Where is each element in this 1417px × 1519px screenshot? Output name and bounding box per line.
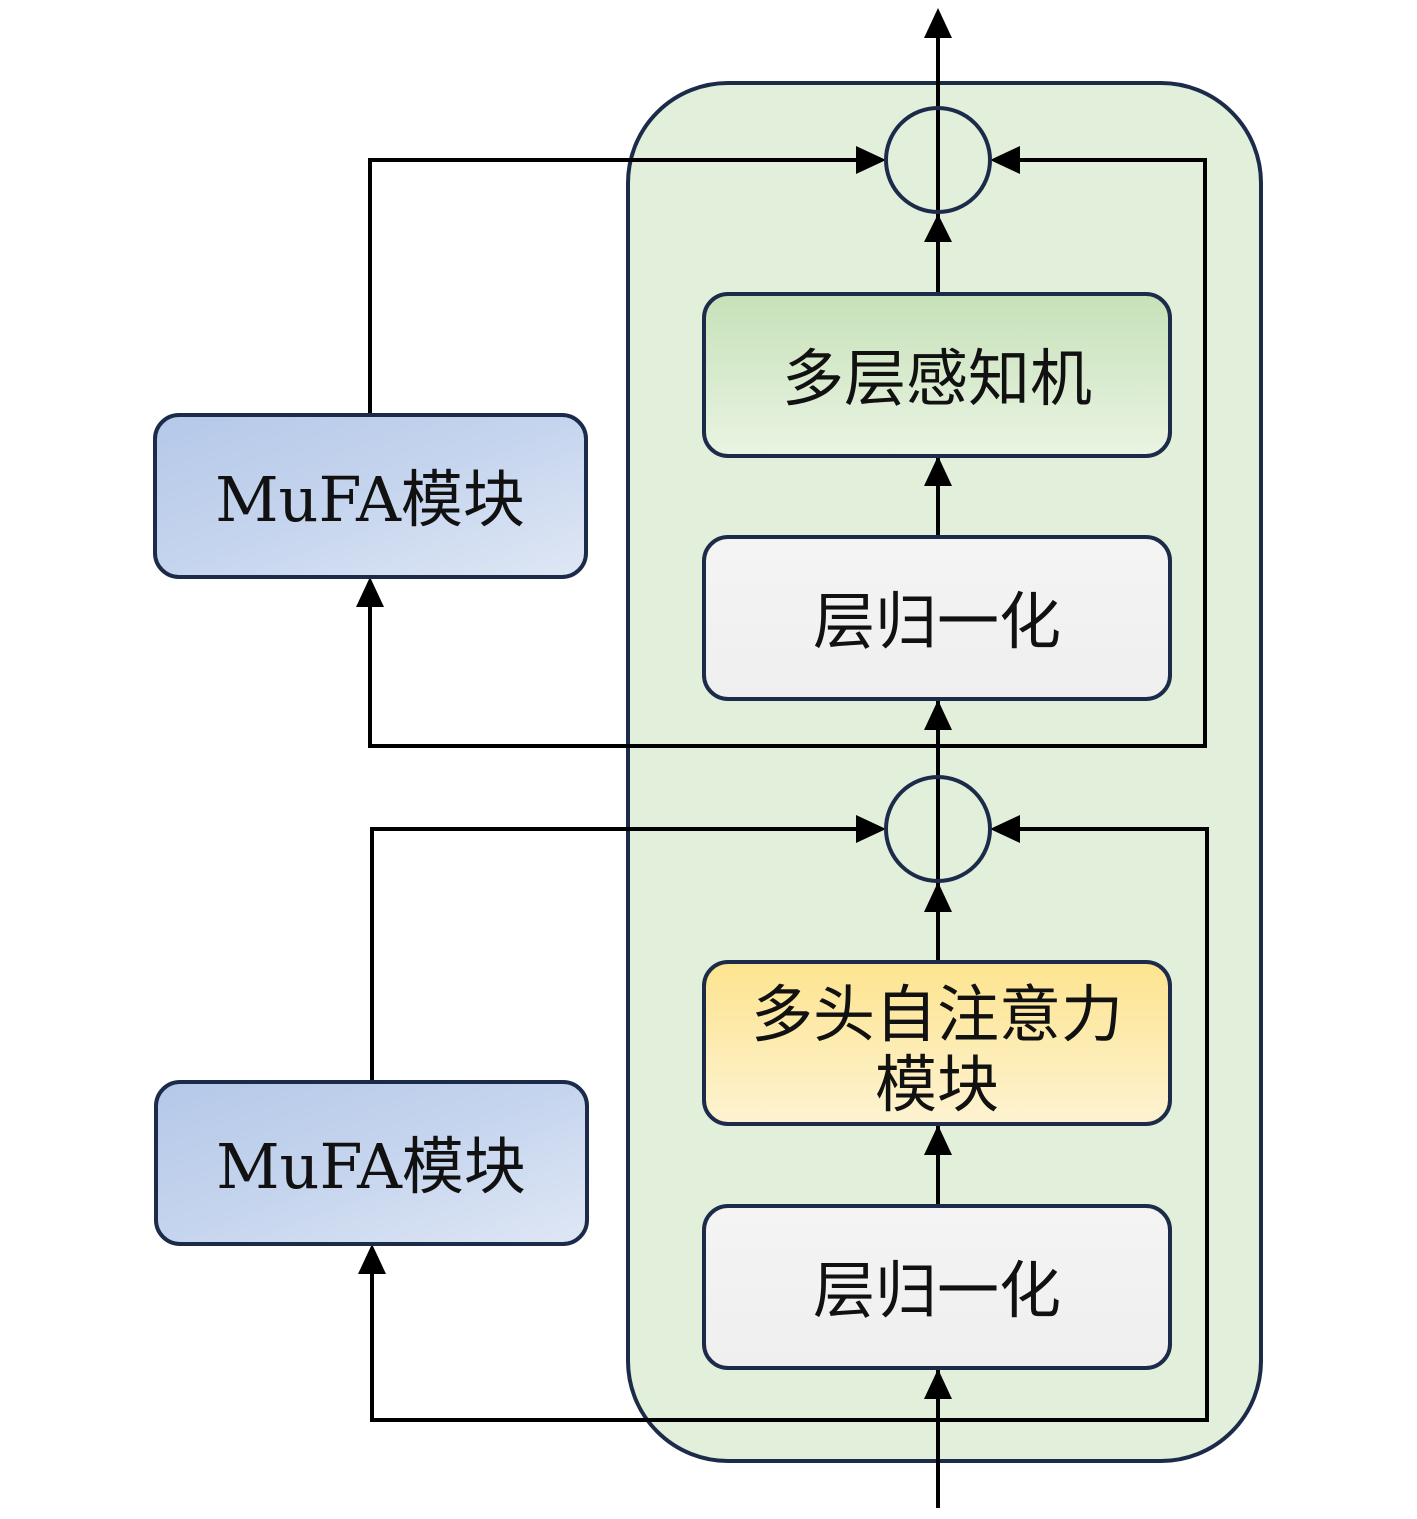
arrow-top-adder-right	[990, 146, 1020, 174]
arrow-into-lower-adder	[924, 882, 952, 912]
top-mufa-out-line	[368, 158, 860, 415]
arrow-lower-adder-left	[856, 815, 886, 843]
mhsa-label-line2: 模块	[875, 1048, 999, 1121]
arrow-into-mlp	[924, 456, 952, 486]
arrow-into-bottom-norm	[924, 1369, 952, 1399]
arrow-into-bottom-mufa	[358, 1244, 386, 1274]
arrow-lower-adder-right	[990, 815, 1020, 843]
arrow-output-top	[924, 8, 952, 38]
arrow-into-top-mufa	[356, 577, 384, 607]
mhsa-label-line1: 多头自注意力	[751, 978, 1123, 1051]
lower-adder-circle	[884, 775, 992, 883]
top-adder-circle	[884, 106, 992, 214]
layer-norm-bottom-block: 层归一化	[702, 1204, 1172, 1370]
arrowheads	[356, 8, 1020, 1399]
arrow-into-top-adder	[924, 214, 952, 242]
layer-norm-top-block: 层归一化	[702, 535, 1172, 701]
bottom-mufa-out-line	[370, 827, 860, 1082]
arrow-into-mhsa	[924, 1125, 952, 1155]
top-right-loop-line	[938, 158, 1207, 748]
mufa-top-block: MuFA模块	[153, 413, 588, 579]
layer-norm-bottom-label: 层归一化	[813, 1254, 1061, 1327]
bottom-right-loop-line	[938, 827, 1209, 1422]
mhsa-block: 多头自注意力 模块	[702, 960, 1172, 1126]
mufa-top-label: MuFA模块	[215, 463, 525, 536]
mufa-bottom-block: MuFA模块	[154, 1080, 589, 1246]
top-left-loop-line	[368, 604, 938, 748]
mlp-label: 多层感知机	[782, 342, 1092, 415]
layer-norm-top-label: 层归一化	[813, 585, 1061, 658]
arrow-into-top-norm	[924, 700, 952, 730]
bottom-left-loop-line	[370, 1270, 938, 1422]
mlp-block: 多层感知机	[702, 292, 1172, 458]
arrow-top-adder-left	[856, 146, 886, 174]
mufa-bottom-label: MuFA模块	[216, 1130, 526, 1203]
